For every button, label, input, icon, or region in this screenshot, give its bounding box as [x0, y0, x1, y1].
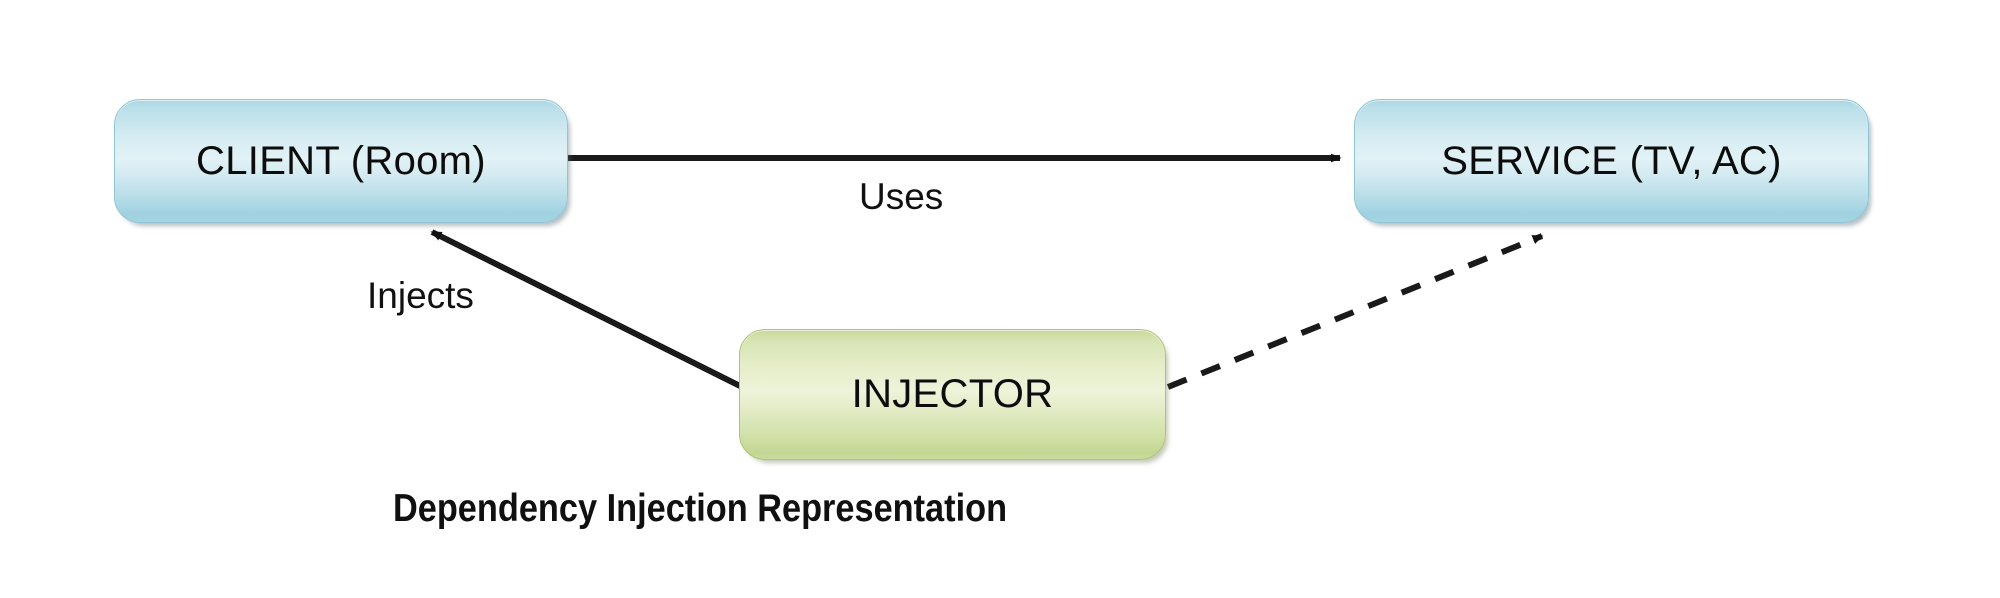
edge-line-dashed [1166, 233, 1544, 390]
edge-label-injects: Injects [367, 275, 474, 316]
node-service[interactable]: SERVICE (TV, AC) [1354, 99, 1869, 223]
edge-injector-injects-client [430, 229, 744, 390]
node-client-label: CLIENT (Room) [196, 138, 486, 183]
edge-injector-to-service [1166, 233, 1544, 390]
diagram-caption: Dependency Injection Representation [392, 487, 1008, 530]
node-service-label: SERVICE (TV, AC) [1441, 138, 1782, 183]
node-client[interactable]: CLIENT (Room) [114, 99, 568, 223]
edge-line-injects [430, 229, 744, 390]
node-injector[interactable]: INJECTOR [739, 329, 1166, 460]
edge-label-uses: Uses [859, 176, 944, 217]
node-injector-label: INJECTOR [851, 372, 1054, 416]
